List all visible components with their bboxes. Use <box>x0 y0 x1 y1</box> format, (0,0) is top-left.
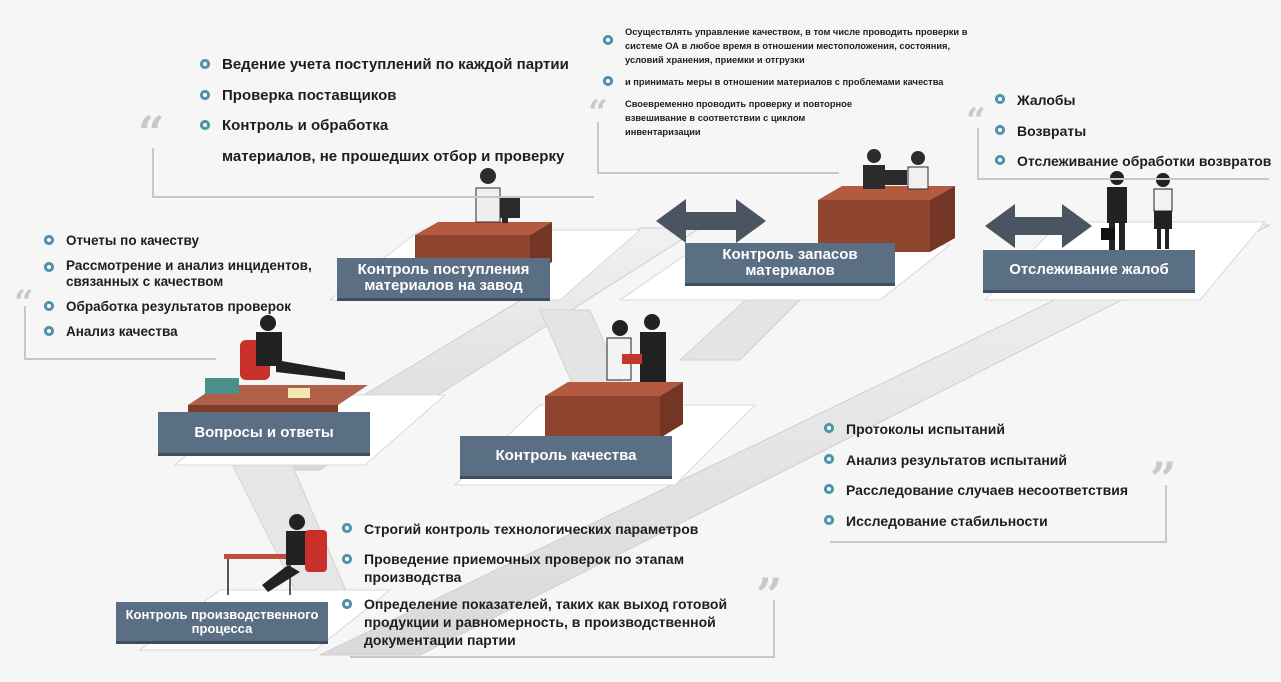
list-item-text: Рассмотрение и анализ инцидентов, связан… <box>66 258 312 289</box>
bracket-process <box>350 600 775 658</box>
list-item-text: Анализ качества <box>66 324 178 339</box>
list-item: Ведение учета поступлений по каждой парт… <box>200 50 600 81</box>
list-item-text: Исследование стабильности <box>846 512 1048 529</box>
list-item-text: Анализ результатов испытаний <box>846 451 1067 468</box>
station-process-label: Контроль производственного процесса <box>116 602 328 641</box>
list-item-text: Проверка поставщиков <box>222 86 397 104</box>
bullet-icon <box>44 262 54 272</box>
process-list: Строгий контроль технологических парамет… <box>342 520 742 649</box>
list-item: Контроль и обработка <box>200 111 600 142</box>
list-item: материалов, не прошедших отбор и проверк… <box>200 142 600 173</box>
station-quality-label: Контроль качества <box>460 436 672 476</box>
list-item: Строгий контроль технологических парамет… <box>342 520 742 538</box>
inventory-list: Осуществлять управление качеством, в том… <box>603 25 973 139</box>
quote-close-icon: ” <box>1150 452 1177 506</box>
bullet-icon <box>44 326 54 336</box>
list-item: Отчеты по качеству <box>44 233 334 249</box>
bullet-icon <box>342 554 352 564</box>
bullet-icon <box>995 155 1005 166</box>
list-item: Определение показателей, таких как выход… <box>342 595 742 649</box>
bracket-inventory <box>597 122 839 174</box>
list-item: Возвраты <box>995 116 1280 147</box>
list-item: Протоколы испытаний <box>824 414 1154 445</box>
incoming-list: Ведение учета поступлений по каждой парт… <box>200 50 600 172</box>
walkway-main <box>319 224 1271 656</box>
bullet-icon <box>603 76 613 86</box>
desk-icon <box>545 382 683 438</box>
bullet-icon <box>824 514 834 525</box>
bracket-quality <box>830 485 1167 543</box>
bullet-icon <box>824 484 834 495</box>
quote-open-icon: “ <box>966 101 986 141</box>
list-item: Анализ результатов испытаний <box>824 445 1154 476</box>
list-item-text: Определение показателей, таких как выход… <box>364 596 728 648</box>
bracket-incoming <box>152 148 594 198</box>
list-item-text: Возвраты <box>1017 122 1087 139</box>
list-item: Своевременно проводить проверку и повтор… <box>603 97 855 139</box>
list-item: Расследование случаев несоответствия <box>824 475 1154 506</box>
bullet-icon <box>995 94 1005 105</box>
list-item: Анализ качества <box>44 324 334 340</box>
list-item: и принимать меры в отношении материалов … <box>603 75 973 89</box>
bullet-icon <box>200 59 210 70</box>
station-inventory-label: Контроль запасов материалов <box>685 243 895 283</box>
list-item-text: и принимать меры в отношении материалов … <box>625 77 944 87</box>
bullet-icon <box>200 120 210 131</box>
list-item: Проведение приемочных проверок по этапам… <box>342 550 724 586</box>
list-item-text: Контроль и обработка <box>222 117 389 134</box>
list-item: Проверка поставщиков <box>200 81 600 112</box>
complaints-list: Жалобы Возвраты Отслеживание обработки в… <box>995 85 1280 177</box>
qa-list: Отчеты по качеству Рассмотрение и анализ… <box>44 233 334 340</box>
bullet-icon <box>824 423 834 434</box>
bullet-icon <box>603 35 613 45</box>
person-figure-icon <box>606 314 666 382</box>
list-item-text: Протоколы испытаний <box>846 421 1005 437</box>
quote-open-icon: “ <box>588 93 608 133</box>
person-figure-icon <box>262 514 327 592</box>
list-item-text: Обработка результатов проверок <box>66 299 291 314</box>
list-item: Осуществлять управление качеством, в том… <box>603 25 973 67</box>
list-item: Исследование стабильности <box>824 506 1154 537</box>
bullet-icon <box>342 523 352 533</box>
list-item-text: Расследование случаев несоответствия <box>846 482 1129 498</box>
bracket-qa <box>24 306 216 360</box>
person-figure-icon <box>1101 171 1173 250</box>
quote-open-icon: “ <box>138 106 165 160</box>
station-complaints-label: Отслеживание жалоб <box>983 250 1195 290</box>
station-qa-label: Вопросы и ответы <box>158 412 370 453</box>
monitor-icon <box>885 170 907 185</box>
quality-list: Протоколы испытаний Анализ результатов и… <box>824 414 1154 536</box>
quote-open-icon: “ <box>14 283 34 323</box>
list-item: Жалобы <box>995 85 1280 116</box>
list-item-text: Ведение учета поступлений по каждой парт… <box>222 56 569 73</box>
bullet-icon <box>200 89 210 100</box>
bullet-icon <box>44 235 54 245</box>
bullet-icon <box>995 124 1005 135</box>
list-item-text: Отчеты по качеству <box>66 233 200 248</box>
double-arrow-icon <box>656 199 766 243</box>
quote-close-icon: ” <box>756 568 783 622</box>
list-item-text: Осуществлять управление качеством, в том… <box>625 27 968 65</box>
list-item-text: Жалобы <box>1017 92 1076 108</box>
bullet-icon <box>342 599 352 609</box>
bullet-icon <box>824 453 834 464</box>
list-item-text: материалов, не прошедших отбор и проверк… <box>222 147 565 165</box>
list-item: Рассмотрение и анализ инцидентов, связан… <box>44 258 334 290</box>
list-item-text: Строгий контроль технологических парамет… <box>364 521 699 537</box>
double-arrow-icon <box>985 204 1092 248</box>
list-item: Обработка результатов проверок <box>44 299 334 315</box>
list-item-text: Своевременно проводить проверку и повтор… <box>625 99 852 137</box>
list-item-text: Отслеживание обработки возвратов <box>1017 153 1272 169</box>
bullet-icon <box>44 301 54 311</box>
person-figure-icon <box>863 149 929 190</box>
person-figure-icon <box>205 315 345 398</box>
list-item-text: Проведение приемочных проверок по этапам… <box>364 551 685 585</box>
station-incoming-label: Контроль поступления материалов на завод <box>337 258 550 298</box>
list-item: Отслеживание обработки возвратов <box>995 146 1280 177</box>
bracket-complaints <box>977 128 1269 180</box>
